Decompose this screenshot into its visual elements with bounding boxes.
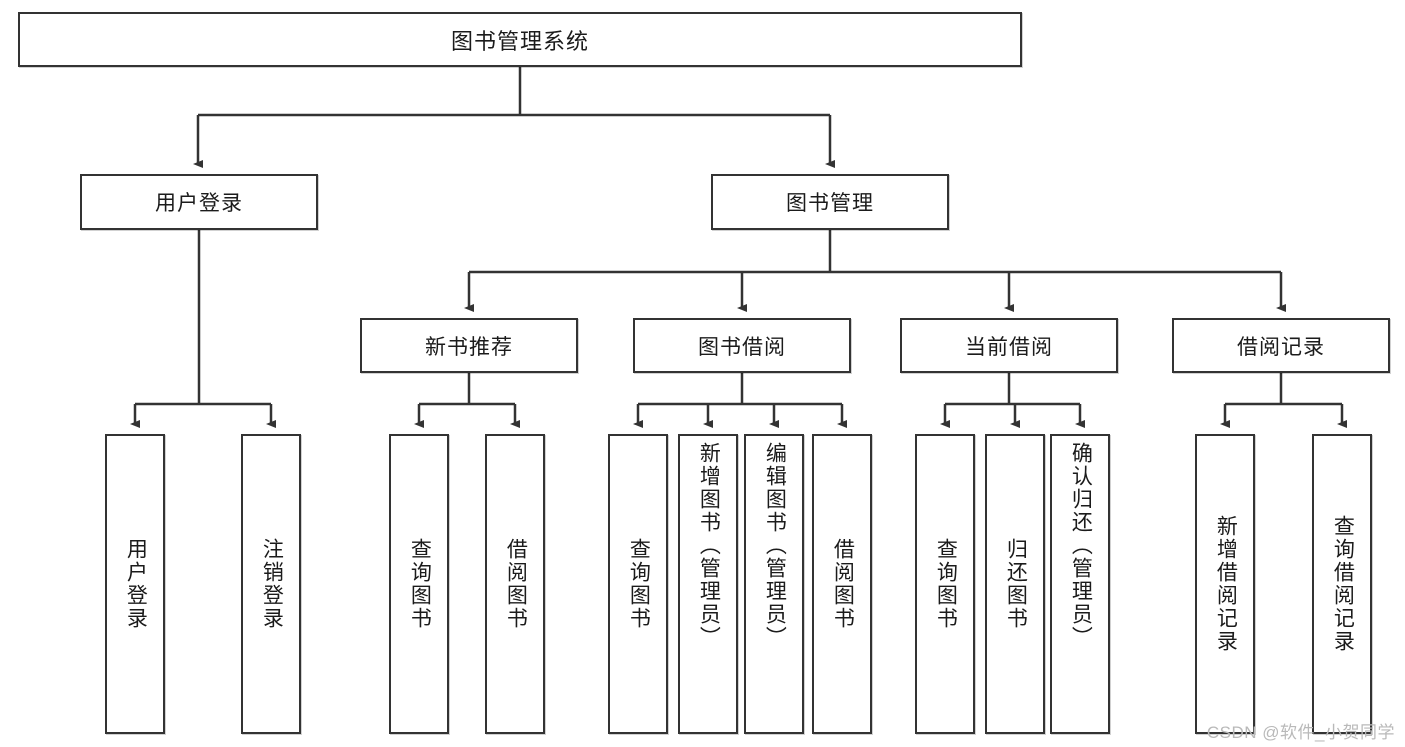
leaf-query-book-borrow[interactable]: 查询图书 bbox=[608, 434, 668, 734]
leaf-query-book-recommend-label: 查询图书 bbox=[408, 538, 432, 630]
node-user-login[interactable]: 用户登录 bbox=[80, 174, 318, 230]
leaf-add-book[interactable]: 新增图书（管理员） bbox=[678, 434, 738, 734]
leaf-add-book-label: 新增图书（管理员） bbox=[697, 442, 721, 649]
leaf-logout[interactable]: 注销登录 bbox=[241, 434, 301, 734]
leaf-borrow-book-recommend-label: 借阅图书 bbox=[504, 538, 528, 630]
leaf-user-login[interactable]: 用户登录 bbox=[105, 434, 165, 734]
leaf-query-borrow-record[interactable]: 查询借阅记录 bbox=[1312, 434, 1372, 734]
node-current-borrow[interactable]: 当前借阅 bbox=[900, 318, 1118, 373]
node-book-manage[interactable]: 图书管理 bbox=[711, 174, 949, 230]
node-book-borrow[interactable]: 图书借阅 bbox=[633, 318, 851, 373]
node-root[interactable]: 图书管理系统 bbox=[18, 12, 1022, 67]
node-borrow-record-label: 借阅记录 bbox=[1237, 335, 1325, 359]
leaf-borrow-book[interactable]: 借阅图书 bbox=[812, 434, 872, 734]
leaf-user-login-label: 用户登录 bbox=[124, 538, 148, 630]
leaf-edit-book-label: 编辑图书（管理员） bbox=[763, 442, 787, 649]
leaf-query-borrow-record-label: 查询借阅记录 bbox=[1331, 515, 1355, 653]
leaf-add-borrow-record[interactable]: 新增借阅记录 bbox=[1195, 434, 1255, 734]
node-current-borrow-label: 当前借阅 bbox=[965, 335, 1053, 359]
leaf-return-book-label: 归还图书 bbox=[1004, 538, 1028, 630]
node-new-book-recommend[interactable]: 新书推荐 bbox=[360, 318, 578, 373]
leaf-borrow-book-recommend[interactable]: 借阅图书 bbox=[485, 434, 545, 734]
node-book-borrow-label: 图书借阅 bbox=[698, 335, 786, 359]
leaf-logout-label: 注销登录 bbox=[260, 538, 284, 630]
leaf-add-borrow-record-label: 新增借阅记录 bbox=[1214, 515, 1238, 653]
node-borrow-record[interactable]: 借阅记录 bbox=[1172, 318, 1390, 373]
node-new-book-recommend-label: 新书推荐 bbox=[425, 335, 513, 359]
leaf-query-book-current-label: 查询图书 bbox=[934, 538, 958, 630]
leaf-query-book-borrow-label: 查询图书 bbox=[627, 538, 651, 630]
node-root-label: 图书管理系统 bbox=[450, 28, 589, 54]
node-user-login-label: 用户登录 bbox=[155, 192, 243, 215]
node-book-manage-label: 图书管理 bbox=[786, 192, 874, 215]
leaf-borrow-book-label: 借阅图书 bbox=[831, 538, 855, 630]
leaf-return-book[interactable]: 归还图书 bbox=[985, 434, 1045, 734]
leaf-query-book-recommend[interactable]: 查询图书 bbox=[389, 434, 449, 734]
leaf-confirm-return-label: 确认归还（管理员） bbox=[1069, 442, 1093, 649]
leaf-query-book-current[interactable]: 查询图书 bbox=[915, 434, 975, 734]
leaf-confirm-return[interactable]: 确认归还（管理员） bbox=[1050, 434, 1110, 734]
leaf-edit-book[interactable]: 编辑图书（管理员） bbox=[744, 434, 804, 734]
